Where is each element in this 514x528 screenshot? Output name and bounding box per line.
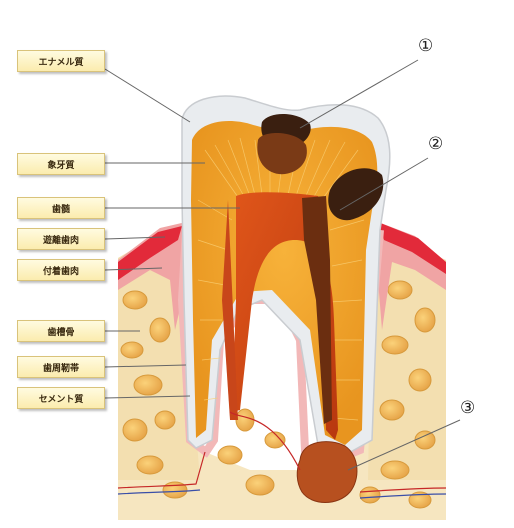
label-pulp: 歯髄 xyxy=(17,197,105,219)
pulp-canal-left xyxy=(222,200,238,420)
gingiva xyxy=(118,222,446,330)
pulp xyxy=(232,192,338,440)
marker-1: ① xyxy=(418,36,434,56)
label-attached-gingiva: 付着歯肉 xyxy=(17,259,105,281)
blood-vessels xyxy=(117,411,447,499)
label-cementum: セメント質 xyxy=(17,387,105,409)
marker-2: ② xyxy=(428,134,444,154)
dentin-tubules xyxy=(197,137,365,421)
leader-lines xyxy=(104,59,461,471)
label-dentin: 象牙質 xyxy=(17,153,105,175)
caries-lesions xyxy=(257,113,384,503)
label-periodontal-ligament: 歯周靭帯 xyxy=(17,356,105,378)
label-alveolar-bone: 歯槽骨 xyxy=(17,320,105,342)
marker-3: ③ xyxy=(460,398,476,418)
label-enamel: エナメル質 xyxy=(17,50,105,72)
label-free-gingiva: 遊離歯肉 xyxy=(17,228,105,250)
